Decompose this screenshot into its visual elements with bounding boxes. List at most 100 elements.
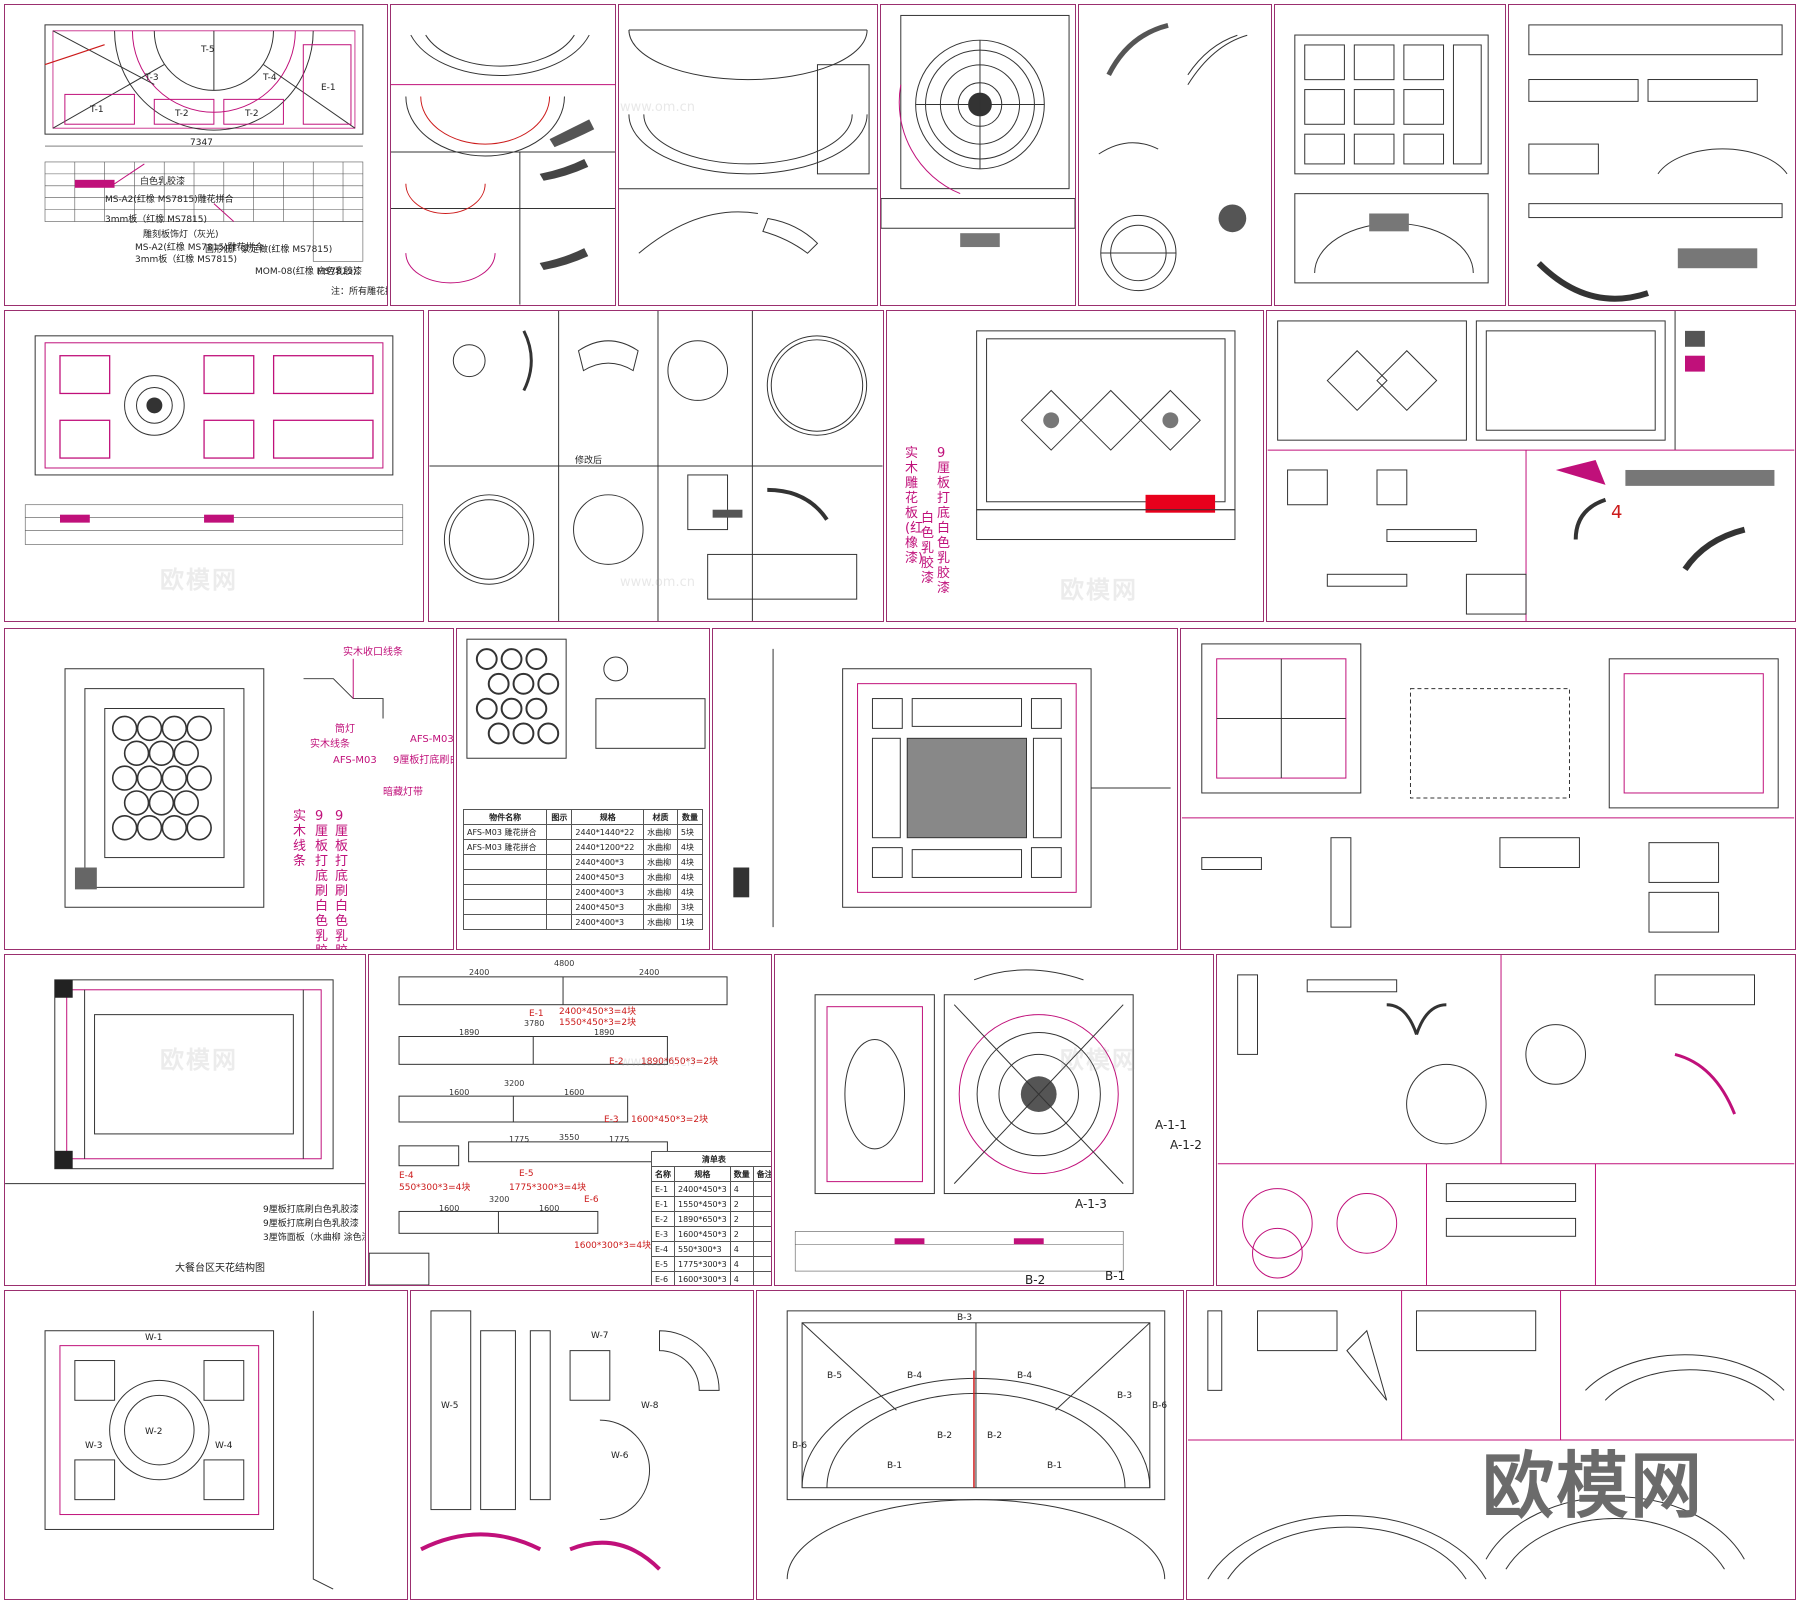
- table-header: 规格: [571, 809, 645, 825]
- callout-note: 注：所有雕花拼合: [331, 287, 387, 297]
- watermark: 欧模网: [160, 566, 238, 594]
- panel-label: B-2: [987, 1431, 1003, 1441]
- bar-spec: 1600*450*3=2块: [631, 1115, 709, 1125]
- table-header: 数量: [676, 809, 704, 825]
- panel-label: B-6: [792, 1441, 808, 1451]
- callout-note: 白色乳胶漆: [140, 177, 186, 187]
- watermark: 欧模网: [1060, 1046, 1138, 1074]
- drawing-sheet-8: [4, 310, 424, 622]
- dimension-label: 1775: [609, 1135, 630, 1144]
- drawing-sheet-10: 实木雕花板(红橡漆) 白色乳胶漆 9厘板打底白色乳胶漆: [886, 310, 1264, 622]
- section-mark: B-1: [1105, 1269, 1126, 1283]
- panel-label: T-1: [90, 105, 104, 115]
- dimension-label: 1890: [459, 1028, 480, 1037]
- drawing-sheet-21: W-5 W-6 W-7 W-8: [410, 1290, 754, 1600]
- drawing-sheet-9: 修改后: [428, 310, 884, 622]
- callout-note: 实木线条: [310, 739, 350, 750]
- panel-label: T-3: [145, 73, 159, 83]
- dimension-label: 3550: [559, 1133, 580, 1142]
- callout-note: 暗藏灯带: [383, 787, 423, 798]
- watermark-site: www.om.cn: [620, 100, 695, 115]
- drawing-sheet-15: [1180, 628, 1796, 950]
- sheet-label: W-3: [85, 1441, 103, 1451]
- panel-label: T-5: [201, 45, 215, 55]
- panel-label: B-4: [907, 1371, 923, 1381]
- callout-note: 3mm板（红橡 MS7815): [105, 215, 208, 225]
- bar-label: E-2: [609, 1057, 624, 1067]
- round-components-drawing: [429, 311, 883, 621]
- callout-note: 9厘板打底刷白色乳胶漆: [393, 755, 453, 766]
- round-ceiling-drawing: [881, 14, 1075, 248]
- dimension-label: 2400: [639, 968, 660, 977]
- frame-components-drawing: [1181, 643, 1795, 933]
- watermark: 欧模网: [1060, 576, 1138, 604]
- sheet-label: W-4: [215, 1441, 233, 1451]
- dimension-label: 3200: [504, 1079, 525, 1088]
- drawing-sheet-17: E-1 2400*450*3=4块 1550*450*3=2块 E-2 1890…: [368, 954, 772, 1286]
- overall-dimension: 7347: [190, 138, 213, 148]
- panel-label: B-3: [957, 1313, 973, 1323]
- callout-note: MOM-08(红橡 MS7815): [255, 267, 357, 277]
- vertical-note: 9厘板打底白色乳胶漆: [937, 446, 951, 596]
- marker-number: 4: [1611, 502, 1623, 523]
- bar-components-drawing: [1528, 24, 1788, 302]
- table-header: 数量: [729, 1166, 754, 1182]
- callout-note: AFS-M03: [333, 755, 377, 766]
- curved-moulding-drawing: [1098, 22, 1248, 292]
- callout-note: MS-A2(红橡 MS7815)雕花拼合: [135, 243, 264, 253]
- diamond-ceiling-drawing: [976, 330, 1236, 541]
- callout-note: 3mm板（红橡 MS7815): [135, 255, 238, 265]
- drawing-sheet-16: 9厘板打底刷白色乳胶漆 9厘板打底刷白色乳胶漆 3厘饰面板（水曲柳 涂色漆) 大…: [4, 954, 366, 1286]
- vertical-note: 实木雕花板(红橡漆): [905, 446, 924, 566]
- dimension-label: 1600: [539, 1204, 560, 1213]
- ceiling-plan-drawing: [44, 24, 364, 262]
- front-ceiling-plan: [5, 979, 365, 1185]
- panel-label: B-5: [827, 1371, 843, 1381]
- section-mark: B-2: [1025, 1273, 1046, 1286]
- bar-label: E-5: [519, 1169, 534, 1179]
- large-round-ceiling-drawing: [794, 969, 1134, 1272]
- table-header: 物件名称: [462, 809, 548, 825]
- drawing-sheet-12: 实木收口线条 筒灯 实木线条 AFS-M03 AFS-M03 9厘板打底刷白色乳…: [4, 628, 454, 950]
- sheet-label: W-1: [145, 1333, 163, 1343]
- drawing-sheet-4: [880, 4, 1076, 306]
- bar-label: E-6: [584, 1195, 599, 1205]
- dimension-label: 2400: [469, 968, 490, 977]
- bar-spec: 1890*650*3=2块: [641, 1057, 719, 1067]
- vertical-note: 9厘板打底刷白色乳胶漆: [315, 809, 329, 949]
- grid-ceiling-drawing: [1294, 34, 1489, 284]
- callout-note: 实木收口线条: [343, 647, 403, 658]
- table-header: 图示: [546, 809, 573, 825]
- drawing-sheet-20: W-1 W-2 W-3 W-4: [4, 1290, 408, 1600]
- sheet-label: W-2: [145, 1427, 163, 1437]
- table-header: 备注: [752, 1166, 771, 1182]
- panel-label: T-2: [245, 109, 259, 119]
- vertical-note: 9厘板打底刷白色乳胶漆: [335, 809, 349, 949]
- bar-spec: 1775*300*3=4块: [509, 1183, 587, 1193]
- part-label: W-5: [441, 1401, 459, 1411]
- part-label: W-7: [591, 1331, 609, 1341]
- arc-components-drawing: [391, 34, 615, 305]
- panel-label: T-4: [263, 73, 277, 83]
- table-header: 名称: [651, 1166, 675, 1182]
- callout-note: 9厘板打底刷白色乳胶漆: [263, 1219, 359, 1229]
- dimension-label: 3780: [524, 1019, 545, 1028]
- panel-label: B-2: [937, 1431, 953, 1441]
- inset-ceiling-section: [64, 658, 384, 908]
- panel-label: T-2: [175, 109, 189, 119]
- dimension-label: 1600: [439, 1204, 460, 1213]
- drawing-sheet-19: [1216, 954, 1796, 1286]
- vertical-note: 实木线条: [293, 809, 307, 869]
- dimension-label: 1890: [594, 1028, 615, 1037]
- arch-ceiling-drawing: [786, 1310, 1166, 1580]
- drawing-sheet-11: 4: [1266, 310, 1796, 622]
- table-title: 清单表: [651, 1151, 771, 1167]
